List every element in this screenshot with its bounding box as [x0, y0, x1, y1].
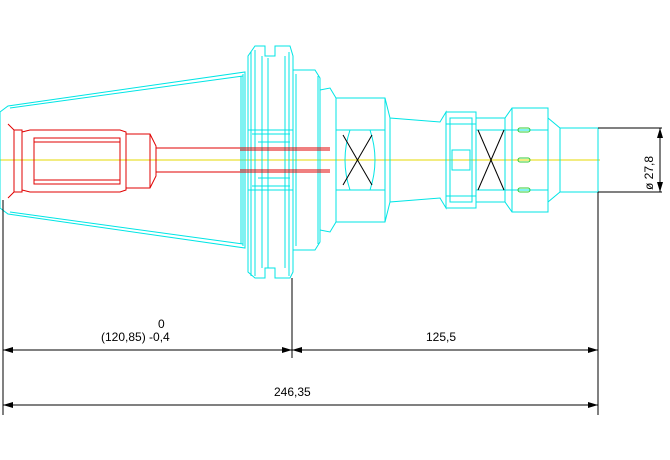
- dimension-arrows: [3, 128, 663, 408]
- steep-taper: [0, 71, 246, 249]
- dimension-lines: [2, 127, 662, 415]
- wrench-flat-symbols: [342, 129, 505, 191]
- tool-diameter-dimension: ø 27,8: [642, 156, 656, 190]
- flange-collar: [247, 45, 321, 279]
- extension-length-dimension: 125,5: [426, 330, 456, 344]
- gauge-length-dimension: (120,85) -0,4: [101, 330, 170, 344]
- gauge-upper-tolerance: 0: [158, 317, 165, 331]
- overall-length-dimension: 246,35: [274, 385, 311, 399]
- cutting-tool: [7, 123, 330, 199]
- collet-nut: [445, 107, 599, 213]
- coolant-marks: [517, 127, 531, 193]
